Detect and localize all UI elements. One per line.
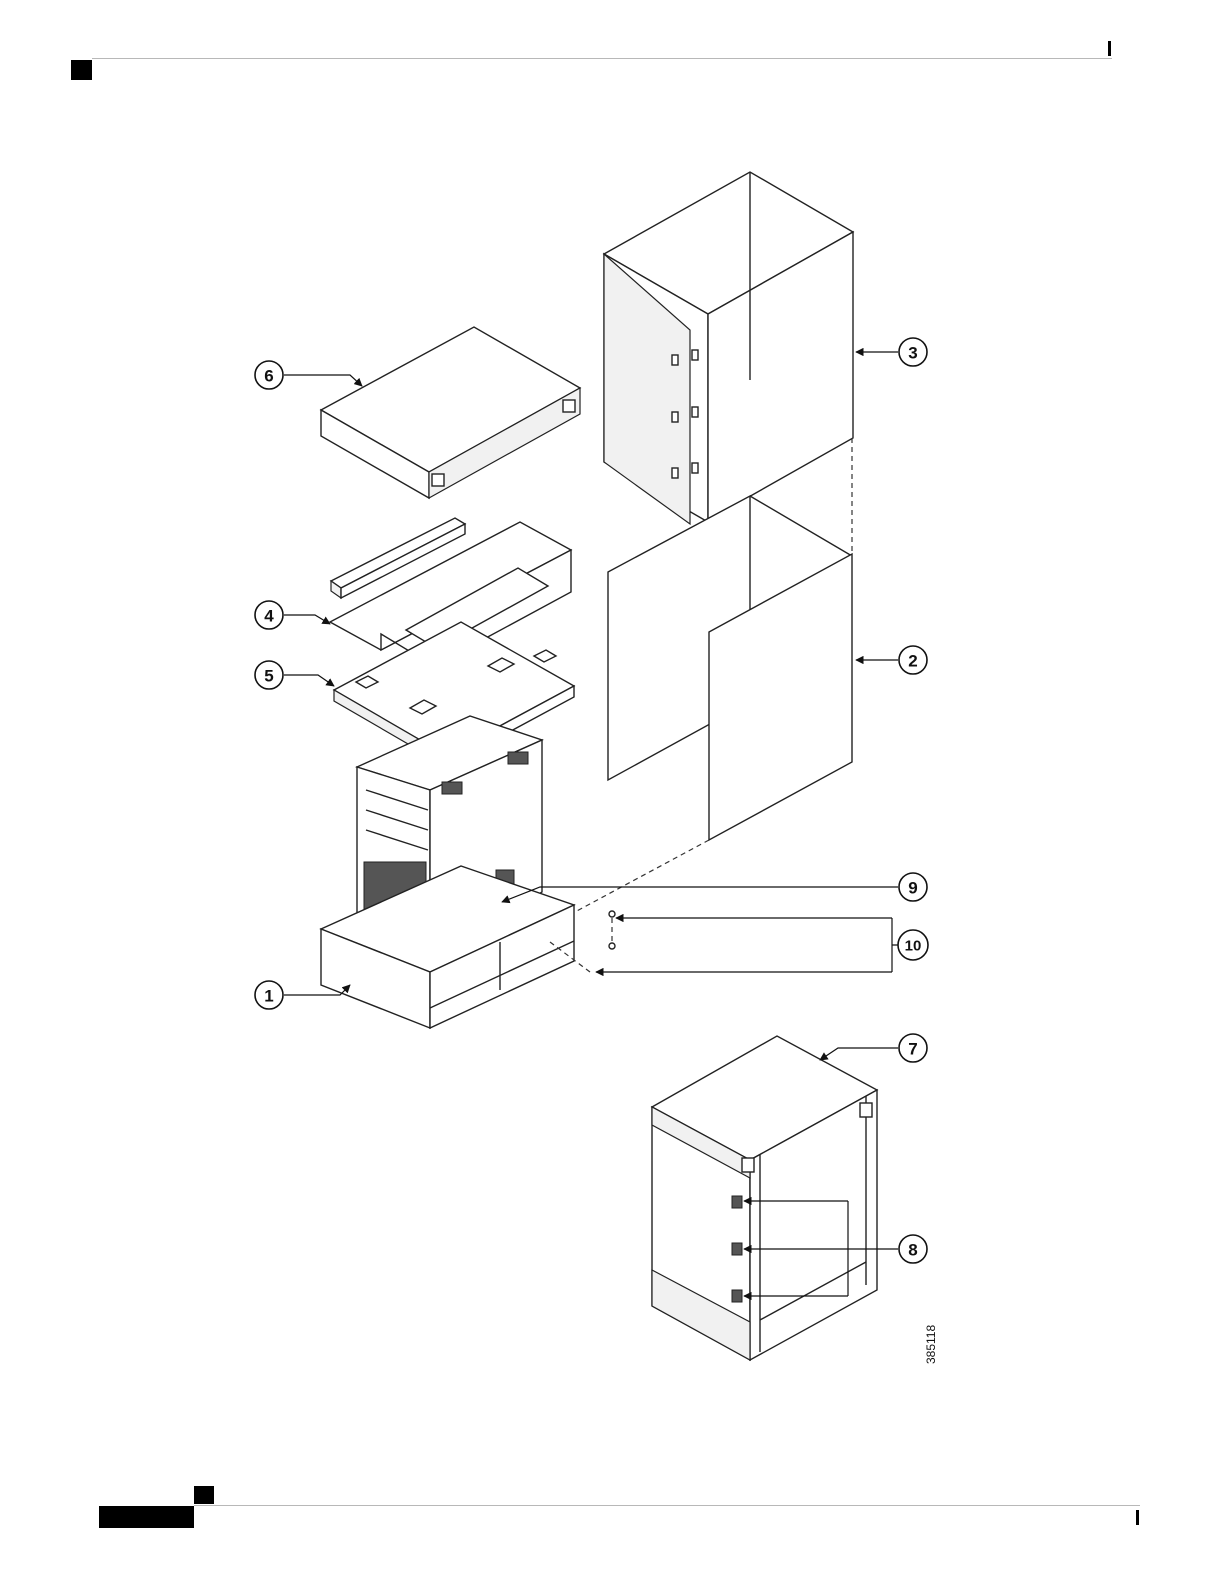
- callout-6: 6: [255, 361, 283, 389]
- svg-text:7: 7: [908, 1040, 917, 1059]
- figure-id: 385118: [924, 1325, 938, 1364]
- svg-text:1: 1: [264, 987, 273, 1006]
- svg-text:10: 10: [905, 938, 922, 955]
- carton-sleeve: [604, 172, 853, 524]
- callout-5: 5: [255, 661, 283, 689]
- callout-10: 10: [898, 930, 928, 960]
- packed-crate: [652, 1036, 877, 1360]
- footer-rule: [194, 1505, 1140, 1506]
- top-cap: [321, 327, 580, 498]
- callout-9: 9: [899, 873, 927, 901]
- callout-1: 1: [255, 981, 283, 1009]
- callout-7: 7: [899, 1034, 927, 1062]
- callout-4: 4: [255, 601, 283, 629]
- footer-tab: [99, 1506, 194, 1528]
- callout-3: 3: [899, 338, 927, 366]
- svg-text:6: 6: [264, 367, 273, 386]
- svg-text:5: 5: [264, 667, 273, 686]
- footer-tick-mark: [1136, 1510, 1139, 1525]
- svg-text:3: 3: [908, 344, 917, 363]
- svg-text:9: 9: [908, 879, 917, 898]
- svg-text:2: 2: [908, 652, 917, 671]
- footer-marker: [194, 1486, 214, 1504]
- callout-8: 8: [899, 1235, 927, 1263]
- svg-text:8: 8: [908, 1241, 917, 1260]
- svg-text:4: 4: [264, 607, 274, 626]
- callout-2: 2: [899, 646, 927, 674]
